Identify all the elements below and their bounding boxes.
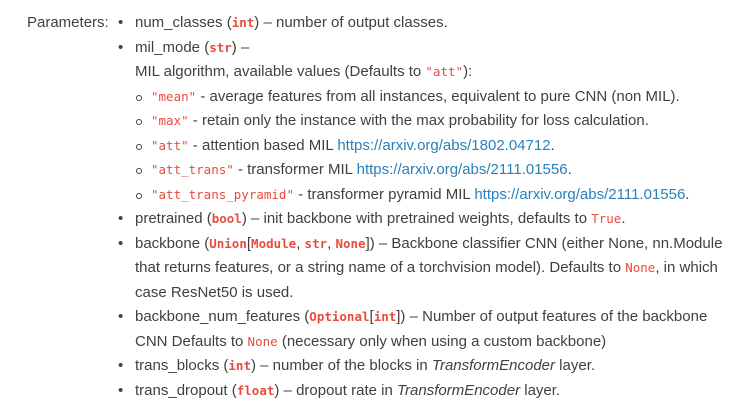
- param-desc: –: [236, 38, 250, 56]
- param-name: backbone: [135, 234, 201, 252]
- option-desc: - transformer MIL: [233, 161, 357, 178]
- option-desc: - transformer pyramid MIL: [294, 185, 475, 203]
- param-desc: – init backbone with pretrained weights,…: [246, 210, 592, 227]
- arxiv-link[interactable]: https://arxiv.org/abs/2111.01556: [356, 161, 568, 178]
- type-int: int: [373, 309, 397, 324]
- type-module: Module: [251, 235, 297, 251]
- type-union: Union: [209, 235, 247, 251]
- option-code: "att": [151, 137, 189, 153]
- option-code: "max": [151, 113, 189, 128]
- param-name: trans_dropout: [135, 381, 228, 399]
- param-end: , in which case ResNet50 is used.: [135, 259, 718, 301]
- option-code: "att_trans_pyramid": [151, 186, 294, 202]
- param-type: int: [228, 358, 251, 373]
- param-type: int: [231, 15, 255, 30]
- param-end: (necessary only when using a custom back…: [277, 332, 607, 350]
- param-desc: – Number of output features of the backb…: [135, 308, 708, 350]
- param-default: None: [247, 333, 278, 349]
- param-mil-mode: mil_mode (str) –MIL algorithm, available…: [118, 36, 743, 208]
- option-desc: - average features from all instances, e…: [196, 87, 680, 105]
- mil-intro-end: ):: [463, 63, 473, 80]
- mil-option-max: "max" - retain only the instance with th…: [135, 109, 743, 134]
- option-end: .: [685, 185, 690, 203]
- param-end: .: [621, 210, 626, 227]
- type-str: str: [304, 235, 328, 251]
- option-end: .: [550, 136, 555, 154]
- param-desc: – dropout rate in: [279, 381, 397, 399]
- mil-option-att-trans: "att_trans" - transformer MIL https://ar…: [135, 158, 743, 183]
- mil-option-att: "att" - attention based MIL https://arxi…: [135, 134, 743, 159]
- param-default: None: [625, 260, 656, 275]
- param-backbone-num-features: backbone_num_features (Optional[int]) – …: [118, 305, 743, 354]
- param-type: str: [209, 39, 232, 55]
- mil-default: "att": [425, 64, 464, 79]
- param-desc: – number of output classes.: [259, 14, 448, 31]
- param-desc: – Backbone classifier CNN (either None, …: [135, 234, 723, 277]
- mil-options-list: "mean" - average features from all insta…: [135, 85, 743, 208]
- type-optional: Optional: [309, 309, 370, 324]
- param-end: layer.: [555, 357, 596, 374]
- param-name: pretrained: [135, 210, 203, 227]
- parameters-list: num_classes (int) – number of output cla…: [118, 11, 743, 403]
- param-pretrained: pretrained (bool) – init backbone with p…: [118, 207, 743, 232]
- param-num-classes: num_classes (int) – number of output cla…: [118, 11, 743, 36]
- param-backbone: backbone (Union[Module, str, None]) – Ba…: [118, 232, 743, 306]
- param-default: True: [591, 211, 622, 226]
- param-desc: – number of the blocks in: [255, 357, 432, 374]
- arxiv-link[interactable]: https://arxiv.org/abs/2111.01556: [474, 185, 686, 203]
- param-type: float: [236, 382, 275, 398]
- option-desc: - retain only the instance with the max …: [188, 112, 649, 129]
- option-code: "att_trans": [151, 162, 234, 177]
- mil-option-mean: "mean" - average features from all insta…: [135, 85, 743, 110]
- param-type: bool: [211, 211, 242, 226]
- parameters-label: Parameters:: [27, 14, 109, 31]
- param-name: num_classes: [135, 14, 223, 31]
- param-trans-dropout: trans_dropout (float) – dropout rate in …: [118, 379, 743, 404]
- mil-intro: MIL algorithm, available values (Default…: [135, 63, 426, 80]
- type-none: None: [335, 235, 366, 251]
- mil-option-att-trans-pyramid: "att_trans_pyramid" - transformer pyrami…: [135, 183, 743, 208]
- param-trans-blocks: trans_blocks (int) – number of the block…: [118, 354, 743, 379]
- arxiv-link[interactable]: https://arxiv.org/abs/1802.04712: [337, 136, 551, 154]
- param-name: backbone_num_features: [135, 308, 301, 325]
- option-desc: - attention based MIL: [188, 136, 338, 154]
- param-end: layer.: [520, 381, 561, 399]
- option-code: "mean": [151, 88, 197, 104]
- param-name: trans_blocks: [135, 357, 220, 374]
- param-name: mil_mode: [135, 38, 201, 56]
- param-emphasis: TransformEncoder: [431, 357, 556, 374]
- option-end: .: [567, 161, 572, 178]
- param-emphasis: TransformEncoder: [396, 381, 521, 399]
